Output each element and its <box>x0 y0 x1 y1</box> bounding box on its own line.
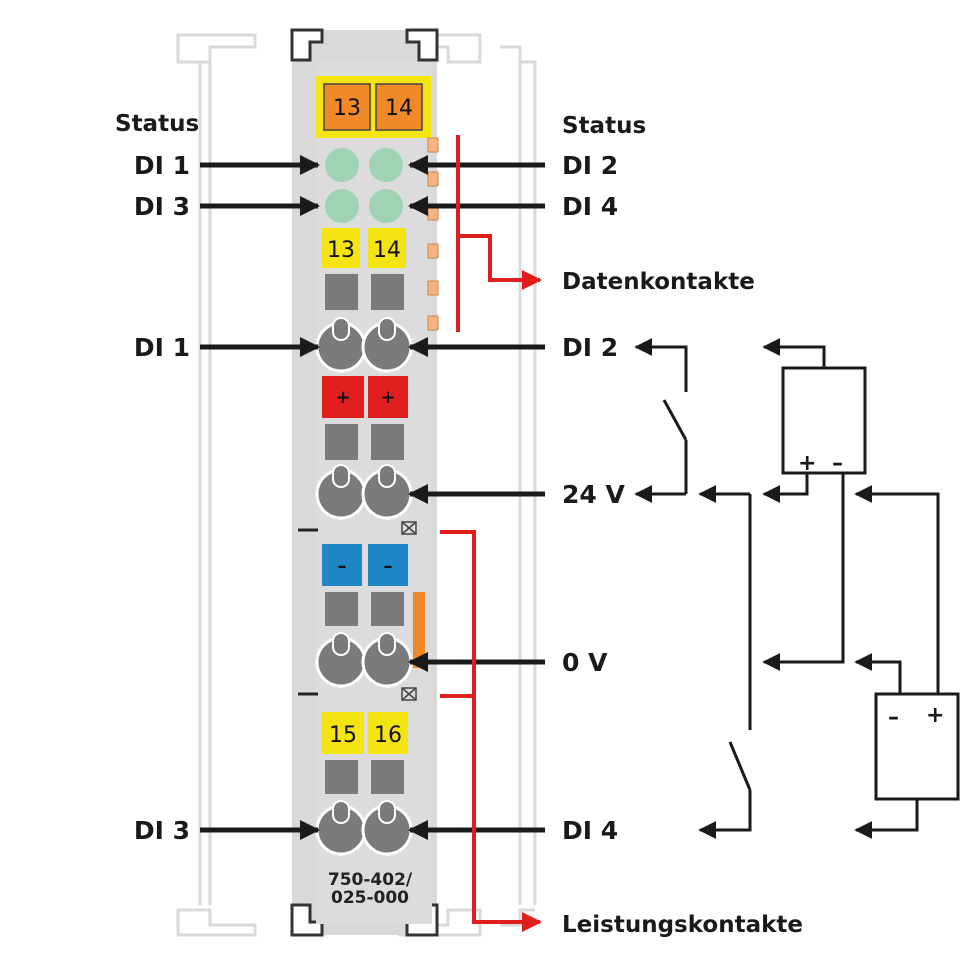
power-contact-markers <box>401 521 417 701</box>
led-di3 <box>325 189 359 223</box>
marker-plus-right: + <box>380 387 395 408</box>
label-terminal-0v: 0 V <box>562 648 608 677</box>
status-label-right: Status <box>562 113 646 139</box>
power-contacts-bracket <box>440 530 476 698</box>
wire-supply-bottom-minus <box>854 653 902 694</box>
data-contact-pins <box>427 137 439 331</box>
arrow-data-contacts <box>458 234 542 290</box>
top-marker-13: 13 <box>333 96 361 121</box>
black-arrows <box>200 155 545 840</box>
terminal-group-3 <box>315 592 413 688</box>
terminal-group-2 <box>315 424 413 520</box>
marker-minus-left: – <box>338 556 347 577</box>
part-number-line2: 025-000 <box>331 888 409 908</box>
switch-di4-blade <box>728 741 752 791</box>
marker-16: 16 <box>374 723 402 748</box>
led-di2 <box>369 148 403 182</box>
marker-14: 14 <box>373 238 401 263</box>
label-led-di3: DI 3 <box>134 192 190 221</box>
supply-bottom-minus: – <box>888 705 899 730</box>
marker-15: 15 <box>329 723 357 748</box>
led-di4 <box>369 189 403 223</box>
label-terminal-di2: DI 2 <box>562 333 618 362</box>
led-di1 <box>325 148 359 182</box>
wire-di4-to-terminal <box>698 790 752 839</box>
part-number-line1: 750-402/ <box>328 870 413 890</box>
label-terminal-di4: DI 4 <box>562 816 618 845</box>
switch-di2-blade <box>662 399 688 441</box>
status-label-left: Status <box>115 111 199 137</box>
arrow-power-contacts <box>472 532 542 932</box>
supply-top-plus: + <box>798 451 816 476</box>
marker-minus-right: – <box>384 556 393 577</box>
top-marker-14: 14 <box>385 96 413 121</box>
marker-row-3: – – <box>322 544 408 586</box>
marker-row-2: + + <box>322 376 408 418</box>
wire-supply-bottom-plus <box>854 485 940 694</box>
din-rail-outline <box>176 33 537 937</box>
label-led-di4: DI 4 <box>562 192 618 221</box>
top-marker-carrier: 13 14 <box>316 76 431 138</box>
wire-supply-top-minus <box>762 473 845 671</box>
marker-row-4: 15 16 <box>322 712 408 754</box>
label-led-di1: DI 1 <box>134 151 190 180</box>
label-terminal-24v: 24 V <box>562 480 625 509</box>
label-led-di2: DI 2 <box>562 151 618 180</box>
supply-bottom-plus: + <box>926 703 944 728</box>
marker-plus-left: + <box>335 387 350 408</box>
module-separators <box>298 528 318 696</box>
power-contact-bar <box>413 592 425 668</box>
wire-supply-bottom-out <box>854 799 919 839</box>
wire-di2-to-terminal <box>634 338 688 392</box>
marker-row-1: 13 14 <box>322 228 406 268</box>
label-terminal-di3: DI 3 <box>134 816 190 845</box>
red-arrows <box>440 135 542 932</box>
terminal-group-4 <box>315 760 413 856</box>
terminal-group-1 <box>315 274 413 373</box>
label-data-contacts: Datenkontakte <box>562 269 755 295</box>
wire-supply-top-plus <box>762 473 809 503</box>
supply-top-minus: – <box>832 451 843 476</box>
label-terminal-di1: DI 1 <box>134 333 190 362</box>
external-circuit <box>634 338 960 839</box>
wire-supply-top-out <box>762 338 826 368</box>
supply-top <box>781 366 867 475</box>
marker-13: 13 <box>327 238 355 263</box>
label-power-contacts: Leistungskontakte <box>562 912 803 938</box>
status-leds <box>325 148 403 223</box>
